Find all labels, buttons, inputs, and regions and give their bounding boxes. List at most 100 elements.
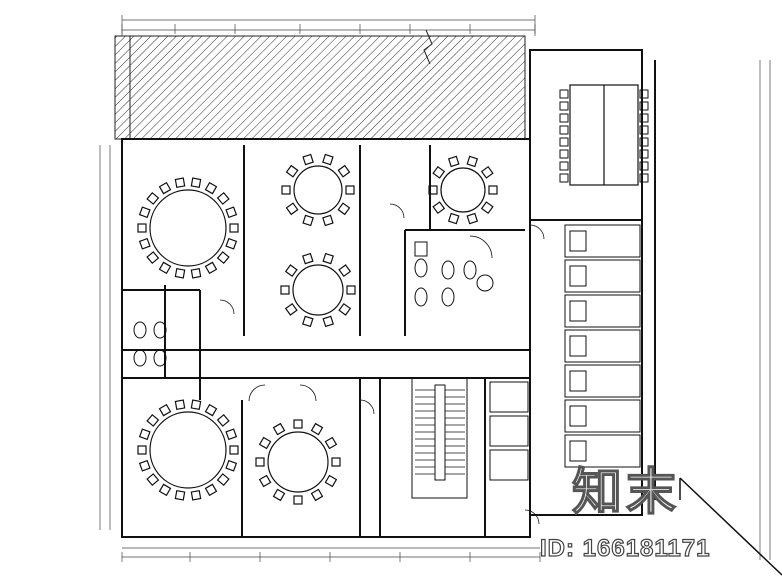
chair (225, 459, 238, 472)
chair (272, 422, 286, 436)
round-table (149, 411, 227, 489)
chair (284, 302, 298, 316)
chair (174, 399, 186, 411)
private-room (564, 259, 641, 293)
chair (225, 206, 238, 219)
chair (338, 302, 352, 316)
chair (302, 315, 314, 328)
chair (639, 89, 649, 99)
round-table (149, 189, 227, 267)
watermark-id: ID: 166181171 (539, 534, 711, 562)
dimension-ticks (121, 24, 541, 562)
chair (137, 223, 147, 233)
chair (204, 483, 218, 497)
chair (338, 264, 352, 278)
chair (255, 457, 265, 467)
chair (204, 403, 218, 417)
chair (559, 125, 569, 135)
chair (310, 488, 324, 502)
chair (310, 422, 324, 436)
chair (302, 214, 314, 227)
chair (174, 177, 186, 189)
chair (146, 413, 160, 427)
chair (322, 214, 334, 227)
private-room (564, 364, 641, 398)
chair (432, 201, 446, 215)
chair (225, 428, 238, 441)
chair (285, 202, 299, 216)
chair (639, 125, 649, 135)
chair (639, 161, 649, 171)
chair (324, 474, 338, 488)
chair (146, 473, 160, 487)
private-room (564, 294, 641, 328)
chair (447, 155, 460, 168)
chair (284, 264, 298, 278)
chair (337, 164, 351, 178)
chair (280, 285, 290, 295)
chair (559, 101, 569, 111)
chair (639, 173, 649, 183)
chair (138, 459, 151, 472)
chair (639, 137, 649, 147)
room-bed (569, 405, 587, 427)
chair (480, 201, 494, 215)
private-room (564, 224, 641, 258)
private-room (564, 434, 641, 468)
chair (559, 137, 569, 147)
chair (225, 237, 238, 250)
chair (281, 185, 291, 195)
right-rooms (564, 224, 641, 468)
door-swings (219, 203, 545, 525)
chair (146, 251, 160, 265)
stair-treads (415, 389, 465, 475)
chair (559, 173, 569, 183)
chair (466, 155, 479, 168)
chair (229, 445, 239, 455)
room-bed (569, 265, 587, 287)
chair (322, 252, 334, 265)
tables (137, 153, 498, 505)
private-room (564, 329, 641, 363)
chair (322, 315, 334, 328)
chair (190, 489, 202, 501)
round-table (292, 264, 344, 316)
chair (302, 153, 314, 166)
chair (158, 181, 172, 195)
chair (559, 113, 569, 123)
chair (258, 474, 272, 488)
round-table (267, 431, 329, 493)
stair (411, 377, 468, 499)
meeting-room-chairs (559, 89, 649, 183)
chair (158, 403, 172, 417)
chair (322, 153, 334, 166)
round-table (440, 167, 486, 213)
chair (138, 237, 151, 250)
round-table (293, 165, 343, 215)
chair (216, 191, 230, 205)
chair (345, 185, 355, 195)
chair (258, 436, 272, 450)
chair (190, 399, 202, 411)
chair (190, 267, 202, 279)
room-bed (569, 230, 587, 252)
chair (293, 419, 303, 429)
chair (204, 181, 218, 195)
chair (480, 165, 494, 179)
room-bed (569, 370, 587, 392)
chair (337, 202, 351, 216)
room-bed (569, 440, 587, 462)
hatched-terrace (114, 29, 526, 140)
chair (559, 89, 569, 99)
chair (174, 489, 186, 501)
chair (559, 149, 569, 159)
chair (466, 212, 479, 225)
chair (174, 267, 186, 279)
chair (204, 261, 218, 275)
watermark-brand: 知末 (571, 462, 680, 521)
room-bed (569, 300, 587, 322)
chair (432, 165, 446, 179)
dimension-lines (99, 15, 771, 560)
meeting-room-table (569, 84, 639, 186)
